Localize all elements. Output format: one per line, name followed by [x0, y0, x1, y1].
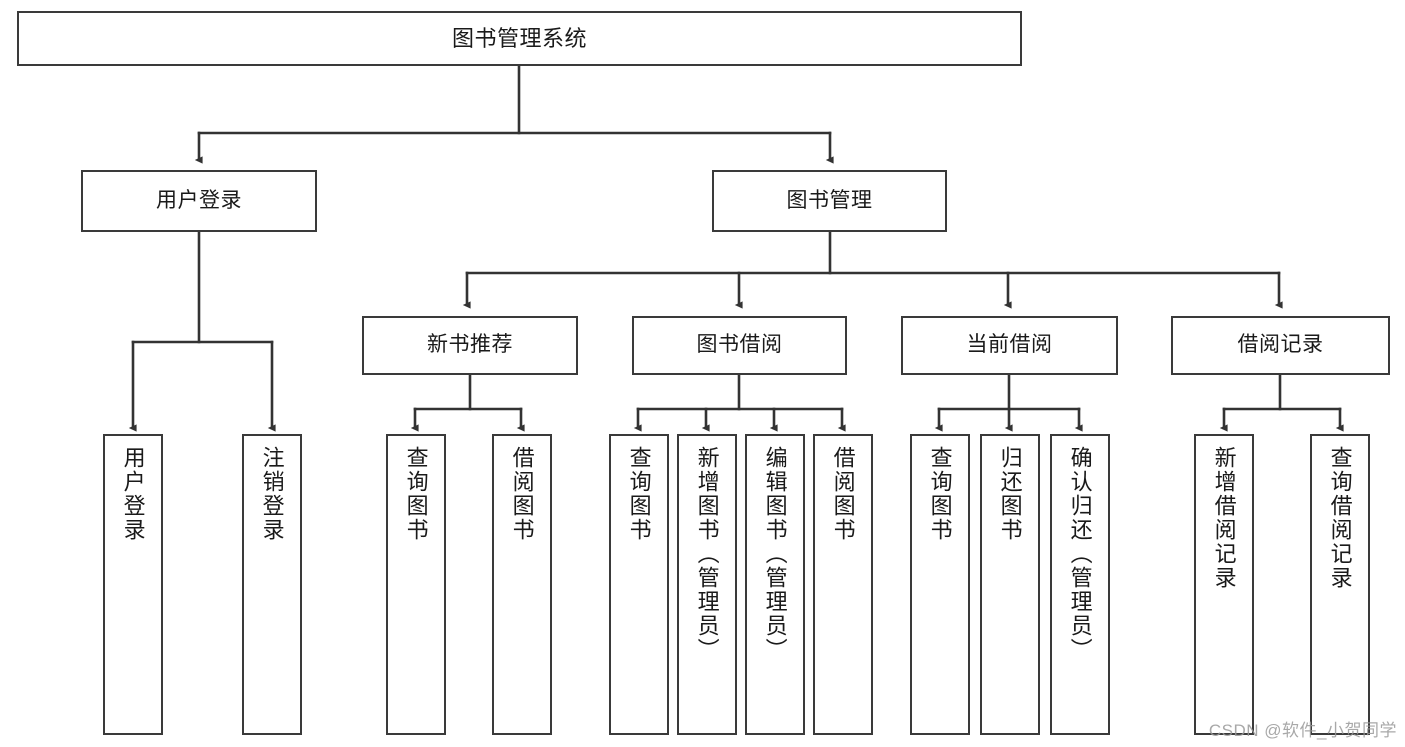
- node-label: 查询借阅记录: [1327, 446, 1353, 590]
- node-book-borrow[interactable]: 图书借阅: [632, 316, 847, 375]
- leaf-logout-login[interactable]: 注销登录: [242, 434, 302, 735]
- leaf-query-record[interactable]: 查询借阅记录: [1310, 434, 1370, 735]
- node-label: 图书管理: [786, 188, 873, 212]
- node-book-manage[interactable]: 图书管理: [712, 170, 947, 232]
- node-label: 借阅图书: [830, 446, 856, 542]
- node-label: 图书借阅: [696, 333, 783, 357]
- node-label: 新增图书（管理员）: [694, 446, 720, 662]
- leaf-add-record[interactable]: 新增借阅记录: [1194, 434, 1254, 735]
- csdn-watermark: CSDN @软件_小贺同学: [1208, 721, 1397, 740]
- leaf-borrow-book-2[interactable]: 借阅图书: [813, 434, 873, 735]
- node-label: 查询图书: [626, 446, 652, 542]
- leaf-return-book[interactable]: 归还图书: [980, 434, 1040, 735]
- node-label: 借阅记录: [1237, 333, 1324, 357]
- node-label: 查询图书: [403, 446, 429, 542]
- node-new-book-recommend[interactable]: 新书推荐: [362, 316, 578, 375]
- node-label: 用户登录: [156, 188, 242, 212]
- node-label: 归还图书: [997, 446, 1023, 542]
- node-label: 查询图书: [927, 446, 953, 542]
- leaf-user-login[interactable]: 用户登录: [103, 434, 163, 735]
- node-borrow-record[interactable]: 借阅记录: [1171, 316, 1390, 375]
- leaf-add-book[interactable]: 新增图书（管理员）: [677, 434, 737, 735]
- node-label: 用户登录: [120, 446, 146, 542]
- node-current-borrow[interactable]: 当前借阅: [901, 316, 1118, 375]
- node-label: 当前借阅: [966, 333, 1053, 357]
- node-label: 编辑图书（管理员）: [762, 446, 788, 662]
- leaf-edit-book[interactable]: 编辑图书（管理员）: [745, 434, 805, 735]
- leaf-borrow-book-1[interactable]: 借阅图书: [492, 434, 552, 735]
- node-label: 新书推荐: [427, 333, 513, 357]
- leaf-confirm-return[interactable]: 确认归还（管理员）: [1050, 434, 1110, 735]
- node-label: 注销登录: [259, 446, 285, 542]
- node-user-login[interactable]: 用户登录: [81, 170, 317, 232]
- leaf-query-book-1[interactable]: 查询图书: [386, 434, 446, 735]
- node-label: 新增借阅记录: [1211, 446, 1237, 590]
- node-label: 确认归还（管理员）: [1067, 446, 1093, 662]
- leaf-query-book-2[interactable]: 查询图书: [609, 434, 669, 735]
- node-root-system[interactable]: 图书管理系统: [17, 11, 1022, 66]
- node-label: 借阅图书: [509, 446, 535, 542]
- leaf-query-book-3[interactable]: 查询图书: [910, 434, 970, 735]
- node-label: 图书管理系统: [451, 25, 587, 51]
